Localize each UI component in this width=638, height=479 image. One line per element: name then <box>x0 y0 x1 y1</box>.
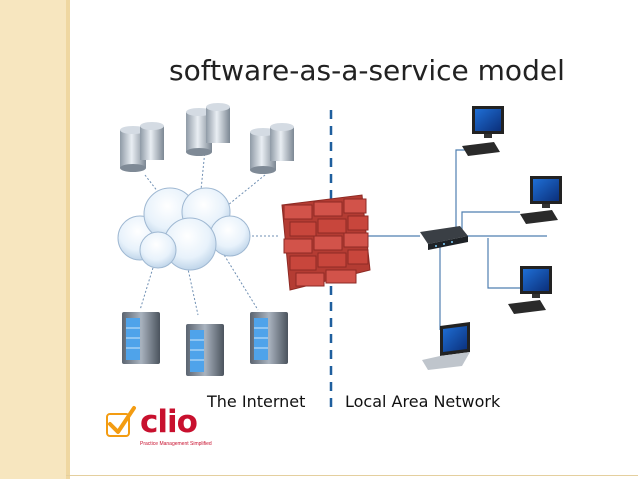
decorative-left-band-edge <box>66 0 70 479</box>
decorative-left-band <box>0 0 66 479</box>
server-icon-right <box>250 312 288 364</box>
desktop-computer-icon-middle <box>520 176 562 224</box>
internet-cloud-icon <box>117 187 251 271</box>
server-icon-left <box>122 312 160 364</box>
network-switch-icon <box>420 226 468 250</box>
slide-bottom-line <box>66 475 638 476</box>
slide-title: software-as-a-service model <box>169 54 565 87</box>
clio-logo-wordmark: clio <box>140 404 198 440</box>
database-icon-center <box>186 103 230 156</box>
database-icon-left <box>120 122 164 172</box>
lan-label: Local Area Network <box>345 392 501 411</box>
clio-logo-checkbox-icon <box>106 406 136 437</box>
desktop-computer-icon-top <box>462 106 504 156</box>
server-icon-center <box>186 324 224 376</box>
clio-logo-tagline: Practice Management Simplified <box>140 441 212 447</box>
database-icon-right <box>250 123 294 174</box>
laptop-icon <box>422 322 470 370</box>
firewall-icon <box>281 194 371 291</box>
internet-label: The Internet <box>207 392 306 411</box>
desktop-computer-icon-bottom <box>508 266 552 314</box>
